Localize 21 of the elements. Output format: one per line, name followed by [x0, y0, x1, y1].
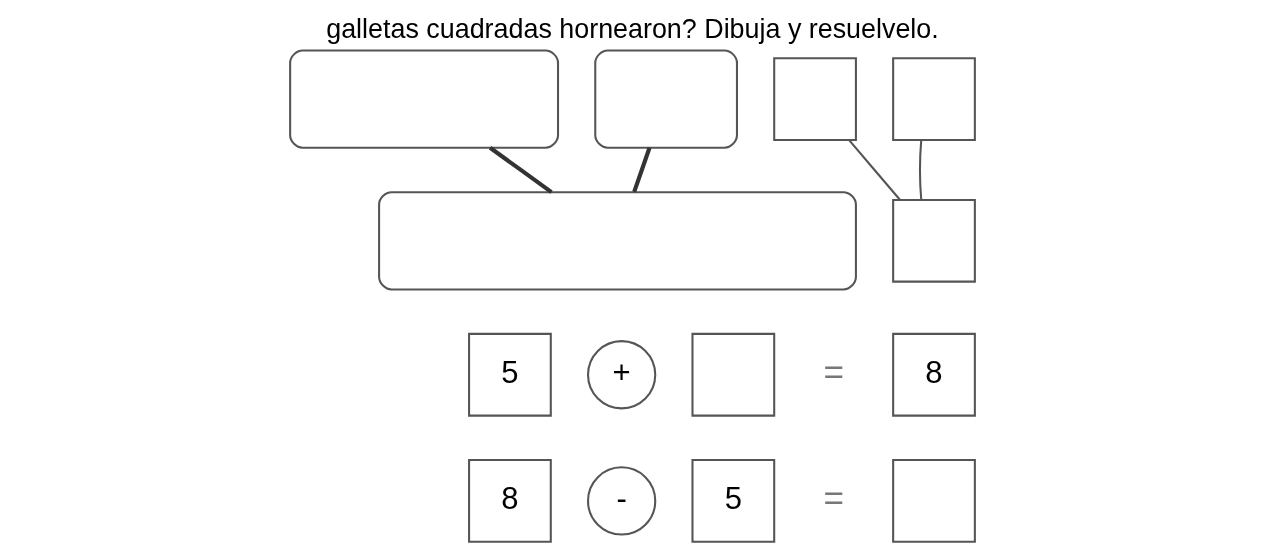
node-box [690, 332, 775, 417]
node-box: 5 [467, 332, 552, 417]
connector [488, 146, 553, 194]
node-circle: + [586, 340, 656, 410]
node-box [377, 191, 857, 291]
node-box [288, 49, 559, 149]
node-box [593, 49, 738, 149]
node-box [891, 198, 976, 283]
node-box: 8 [467, 459, 552, 543]
diagram-title: galletas cuadradas hornearon? Dibuja y resuelvelo. [325, 13, 939, 44]
node-circle: - [586, 466, 656, 536]
label: = [822, 351, 844, 391]
label: = [822, 477, 844, 517]
node-box [891, 57, 976, 141]
connector [631, 147, 651, 193]
node-box [891, 459, 976, 543]
node-box: 5 [690, 459, 775, 543]
node-box [772, 57, 857, 141]
connector [847, 139, 901, 201]
node-box: 8 [891, 332, 976, 417]
connector [918, 140, 922, 200]
